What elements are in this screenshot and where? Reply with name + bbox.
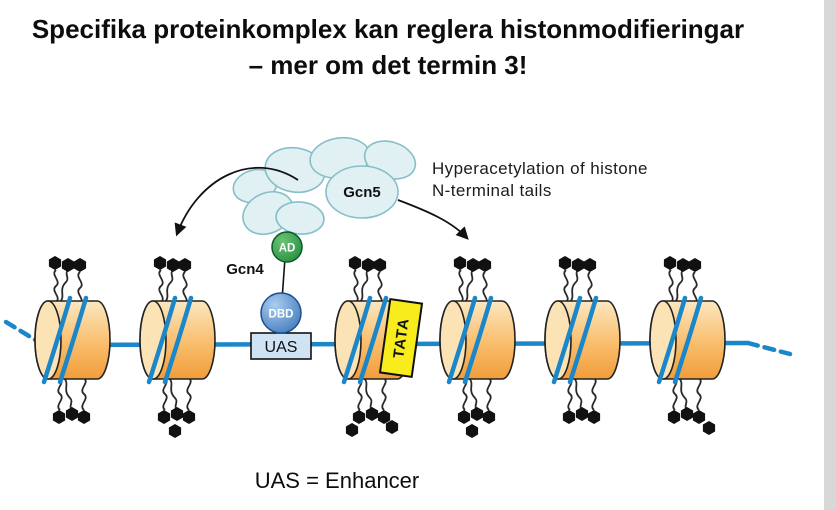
tata-box: TATA bbox=[378, 298, 424, 378]
ad-domain: AD bbox=[271, 231, 303, 263]
caption-uas-enhancer: UAS = Enhancer bbox=[255, 468, 419, 493]
dbd-label: DBD bbox=[269, 309, 294, 321]
nucleosome-5 bbox=[545, 256, 620, 424]
nucleosome-6 bbox=[650, 256, 725, 424]
arrow-left bbox=[174, 166, 299, 237]
gcn5-complex: Gcn5 bbox=[232, 136, 417, 235]
tata-label: TATA bbox=[390, 317, 412, 360]
right-edge-strip bbox=[824, 0, 836, 510]
dbd-domain: DBD bbox=[260, 292, 302, 334]
nucleosome-4 bbox=[440, 256, 515, 424]
arrow-right bbox=[397, 199, 469, 240]
extra-acetyl-groups bbox=[168, 420, 716, 438]
annotation-line1: Hyperacetylation of histone bbox=[432, 159, 648, 178]
uas-label: UAS bbox=[265, 339, 298, 356]
ad-label: AD bbox=[279, 243, 296, 255]
annotation-line2: N-terminal tails bbox=[432, 181, 552, 200]
gcn4-label: Gcn4 bbox=[226, 261, 264, 278]
gcn5-label: Gcn5 bbox=[343, 184, 381, 201]
slide-title-line2: – mer om det termin 3! bbox=[249, 50, 528, 80]
uas-box: UAS bbox=[250, 332, 312, 360]
dna-dashed-right bbox=[745, 340, 793, 357]
nucleosome-1 bbox=[35, 256, 110, 424]
nucleosome-2 bbox=[140, 256, 215, 424]
slide-title-line1: Specifika proteinkomplex kan reglera his… bbox=[32, 14, 744, 44]
